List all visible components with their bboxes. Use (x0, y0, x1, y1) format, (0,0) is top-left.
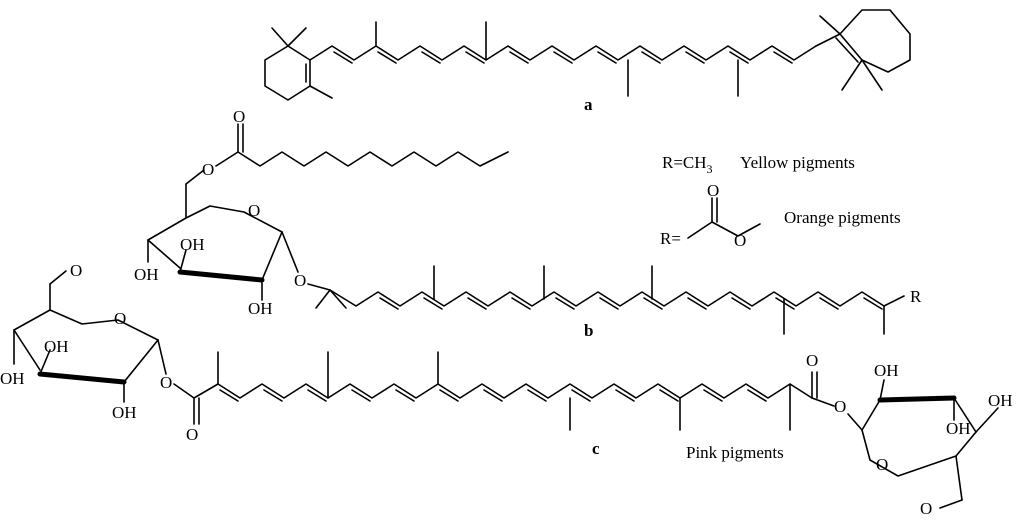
b-r-group: R (910, 287, 922, 306)
legend-carbonyl-o: O (707, 181, 719, 200)
label-a: a (584, 95, 593, 114)
legend-orange-pigments: Orange pigments (784, 208, 901, 227)
c-right-oh-3: OH (988, 391, 1013, 410)
b-oh-3: OH (248, 299, 273, 318)
label-b: b (584, 321, 593, 340)
legend-r-ch3: R=CH3 (662, 153, 713, 176)
c-right-oh-2: OH (946, 419, 971, 438)
c-left-oh-1: OH (0, 369, 25, 388)
c-right-oh-1: OH (874, 361, 899, 380)
pink-pigments-caption: Pink pigments (686, 443, 784, 462)
structure-a: a (264, 9, 911, 114)
legend-yellow-pigments: Yellow pigments (740, 153, 855, 172)
b-carbonyl-o: O (233, 107, 245, 126)
c-left-carbonyl-o: O (186, 425, 198, 444)
c-right-ring-o: O (876, 455, 888, 474)
label-c: c (592, 439, 600, 458)
b-oh-2: OH (180, 235, 205, 254)
legend: R=CH3 Yellow pigments R= O O Orange pigm… (660, 153, 901, 250)
structure-b: O O O OH OH OH O (134, 107, 922, 340)
b-oh-1: OH (134, 265, 159, 284)
c-right-carbonyl-o: O (806, 351, 818, 370)
b-ring-o: O (248, 201, 260, 220)
c-left-glycosidic-o: O (160, 373, 172, 392)
legend-r-ester: R= (660, 229, 681, 248)
c-right-o6: O (920, 499, 932, 518)
legend-ester-o: O (734, 231, 746, 250)
c-left-ring-o: O (114, 309, 126, 328)
structure-c: O O OH OH OH O O (0, 261, 1013, 518)
b-glycosidic-o: O (294, 271, 306, 290)
c-left-o6: O (70, 261, 82, 280)
c-left-oh-2: OH (44, 337, 69, 356)
b-ester-o: O (202, 160, 214, 179)
c-right-ester-o: O (834, 397, 846, 416)
c-left-oh-3: OH (112, 403, 137, 422)
